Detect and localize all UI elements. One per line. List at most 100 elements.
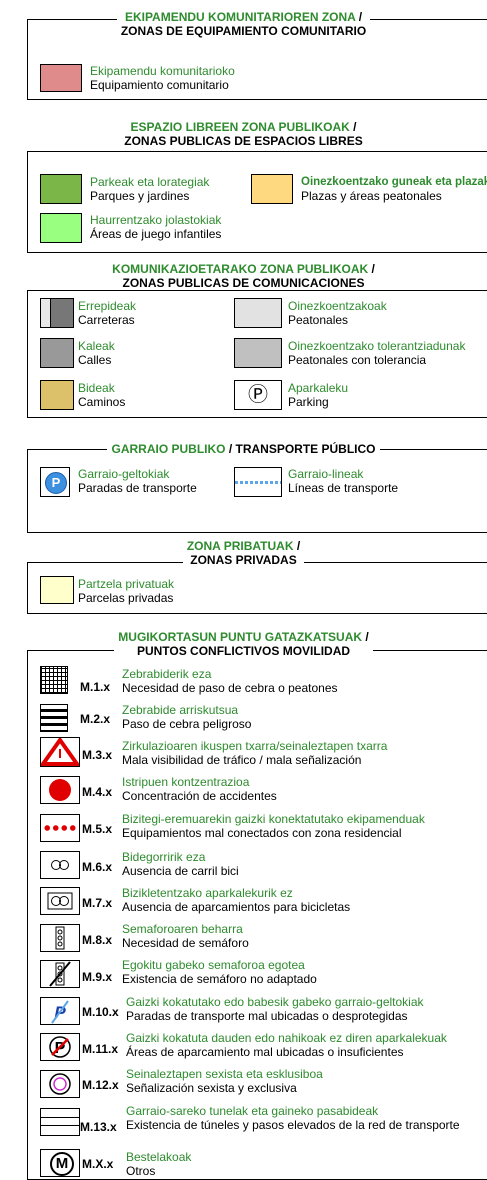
legend-item: Bestelakoak Otros: [126, 1150, 191, 1178]
swatch-caminos: [40, 380, 74, 410]
label-eu: Haurrentzako jolastokiak: [90, 213, 222, 227]
label-es: Necesidad de semáforo: [122, 936, 249, 950]
bike-parking-icon: [40, 887, 80, 915]
section-espacios-libres: [27, 151, 487, 253]
section-title: EKIPAMENDU KOMUNITARIOREN ZONA / ZONAS D…: [0, 10, 487, 38]
label-eu: Aparkaleku: [288, 381, 349, 395]
code: M.2.x: [80, 712, 111, 726]
label-es: Otros: [126, 1164, 156, 1178]
label-eu: Egokitu gabeko semaforoa egotea: [122, 958, 305, 972]
label-es: Existencia de semáforo no adaptado: [122, 972, 317, 986]
code: M.9.x: [82, 970, 113, 984]
section-title: KOMUNIKAZIOETARAKO ZONA PUBLIKOAK / ZONA…: [0, 262, 487, 290]
code: M.6.x: [82, 860, 113, 874]
title-es: ZONAS PUBLICAS DE ESPACIOS LIBRES: [124, 134, 363, 148]
legend-item: Oinezkoentzako guneak eta plazak Plazas …: [301, 175, 487, 203]
label-es: Plazas y áreas peatonales: [301, 189, 442, 203]
label-es: Parques y jardines: [90, 189, 190, 203]
code: M.10.x: [82, 1005, 119, 1019]
legend-item: Parkeak eta lorategiak Parques y jardine…: [90, 175, 209, 203]
title-es: ZONAS DE EQUIPAMIENTO COMUNITARIO: [120, 24, 367, 38]
section-movilidad: [27, 650, 487, 1180]
label-es: Áreas de juego infantiles: [90, 227, 222, 241]
legend-item: Semaforoaren beharra Necesidad de semáfo…: [122, 922, 249, 950]
code: M.3.x: [82, 748, 113, 762]
code: M.13.x: [80, 1120, 117, 1134]
zebra-icon: [40, 704, 68, 732]
legend-item: Istripuen kontzentrazioa Concentración d…: [122, 775, 277, 803]
legend-item: Oinezkoentzako tolerantziadunak Peatonal…: [288, 339, 465, 367]
title-sep: /: [368, 262, 375, 276]
label-es: Mala visibilidad de tráfico / mala señal…: [122, 753, 362, 767]
section-title: ESPAZIO LIBREEN ZONA PUBLIKOAK / ZONAS P…: [0, 120, 487, 148]
label-eu: Garraio-geltokiak: [78, 467, 170, 481]
legend-item: Kaleak Calles: [78, 339, 115, 367]
label-es: Caminos: [78, 395, 126, 409]
label-eu: Bidegorririk eza: [122, 850, 206, 864]
code: M.12.x: [82, 1078, 119, 1092]
label-eu: Gaizki kokatuta dauden edo nahikoak ez d…: [126, 1031, 447, 1045]
code: M.1.x: [80, 680, 111, 694]
legend-item: Zebrabide arriskutsua Paso de cebra peli…: [122, 703, 251, 731]
label-eu: Bideak: [78, 381, 115, 395]
title-sep: /: [225, 442, 236, 456]
label-es: Peatonales con tolerancia: [288, 353, 427, 367]
swatch-juego: [40, 213, 82, 243]
label-eu: Oinezkoentzako tolerantziadunak: [288, 339, 466, 353]
label-es: Paso de cebra peligroso: [122, 717, 252, 731]
section-title: ZONA PRIBATUAK / ZONAS PRIVADAS: [0, 539, 487, 567]
legend-item: Ekipamendu komunitarioko Equipamiento co…: [90, 64, 235, 92]
legend-item: Egokitu gabeko semaforoa egotea Existenc…: [122, 958, 317, 986]
grid-icon: [40, 666, 68, 694]
label-es: Peatonales: [288, 313, 349, 327]
bike-icon: [40, 851, 80, 879]
label-eu: Kaleak: [78, 339, 115, 353]
legend-item: Bizikletentzako aparkalekurik ez Ausenci…: [122, 886, 350, 914]
label-es: Paradas de transporte: [78, 481, 197, 495]
label-eu: Semaforoaren beharra: [122, 922, 243, 936]
label-eu: Oinezkoentzako guneak eta plazak: [301, 176, 487, 188]
parking-crossed-icon: P: [40, 1033, 80, 1061]
legend-item: Zebrabiderik eza Necesidad de paso de ce…: [122, 667, 338, 695]
label-eu: Bizikletentzako aparkalekurik ez: [122, 886, 293, 900]
legend-item: Oinezkoentzakoak Peatonales: [288, 299, 387, 327]
label-eu: Garraio-sareko tunelak eta gaineko pasab…: [126, 1104, 379, 1118]
bus-stop-icon: P: [40, 467, 70, 497]
legend-item: Bizitegi-eremuarekin gaizki konektatutak…: [122, 812, 425, 840]
swatch-peatonales: [234, 298, 282, 328]
sexist-sign-icon: [40, 1070, 80, 1098]
legend-item: Garraio-lineak Líneas de transporte: [288, 467, 398, 495]
label-es: Áreas de aparcamiento mal ubicadas o ins…: [126, 1045, 404, 1059]
bus-stop-symbol: P: [45, 472, 67, 494]
swatch-carreteras: [40, 298, 74, 328]
label-es: Equipamiento comunitario: [90, 78, 229, 92]
label-eu: Zirkulazioaren ikuspen txarra/seinalezta…: [122, 739, 388, 753]
tunnel-icon: [40, 1108, 80, 1136]
legend-item: Garraio-geltokiak Paradas de transporte: [78, 467, 197, 495]
code: M.8.x: [82, 933, 113, 947]
code: M.7.x: [82, 896, 113, 910]
label-es: Existencia de túneles y pasos elevados d…: [126, 1118, 460, 1132]
legend-item: Garraio-sareko tunelak eta gaineko pasab…: [126, 1104, 481, 1132]
swatch-equipamiento: [40, 64, 82, 92]
section-comunicaciones: [27, 290, 487, 418]
code: M.4.x: [82, 785, 113, 799]
label-eu: Seinaleztapen sexista eta esklusiboa: [126, 1067, 323, 1081]
swatch-parques: [40, 174, 82, 204]
label-es: Señalización sexista y exclusiva: [126, 1081, 297, 1095]
swatch-calles: [40, 338, 74, 368]
transport-line-icon: [234, 467, 282, 497]
legend-item: Gaizki kokatutako edo babesik gabeko gar…: [126, 995, 424, 1023]
legend-item: Errepideak Carreteras: [78, 299, 136, 327]
title-eu: EKIPAMENDU KOMUNITARIOREN ZONA: [124, 10, 356, 24]
section-title: GARRAIO PUBLIKO / TRANSPORTE PÚBLICO: [0, 442, 487, 456]
label-es: Calles: [78, 353, 112, 367]
label-eu: Errepideak: [78, 299, 137, 313]
label-eu: Parkeak eta lorategiak: [90, 175, 210, 189]
label-eu: Ekipamendu komunitarioko: [90, 64, 235, 78]
code: M.X.x: [82, 1157, 114, 1171]
label-es: Equipamientos mal conectados con zona re…: [122, 826, 402, 840]
label-es: Parking: [288, 395, 329, 409]
title-es: ZONAS PUBLICAS DE COMUNICACIONES: [122, 276, 365, 290]
title-eu: KOMUNIKAZIOETARAKO ZONA PUBLIKOAK: [112, 262, 369, 276]
